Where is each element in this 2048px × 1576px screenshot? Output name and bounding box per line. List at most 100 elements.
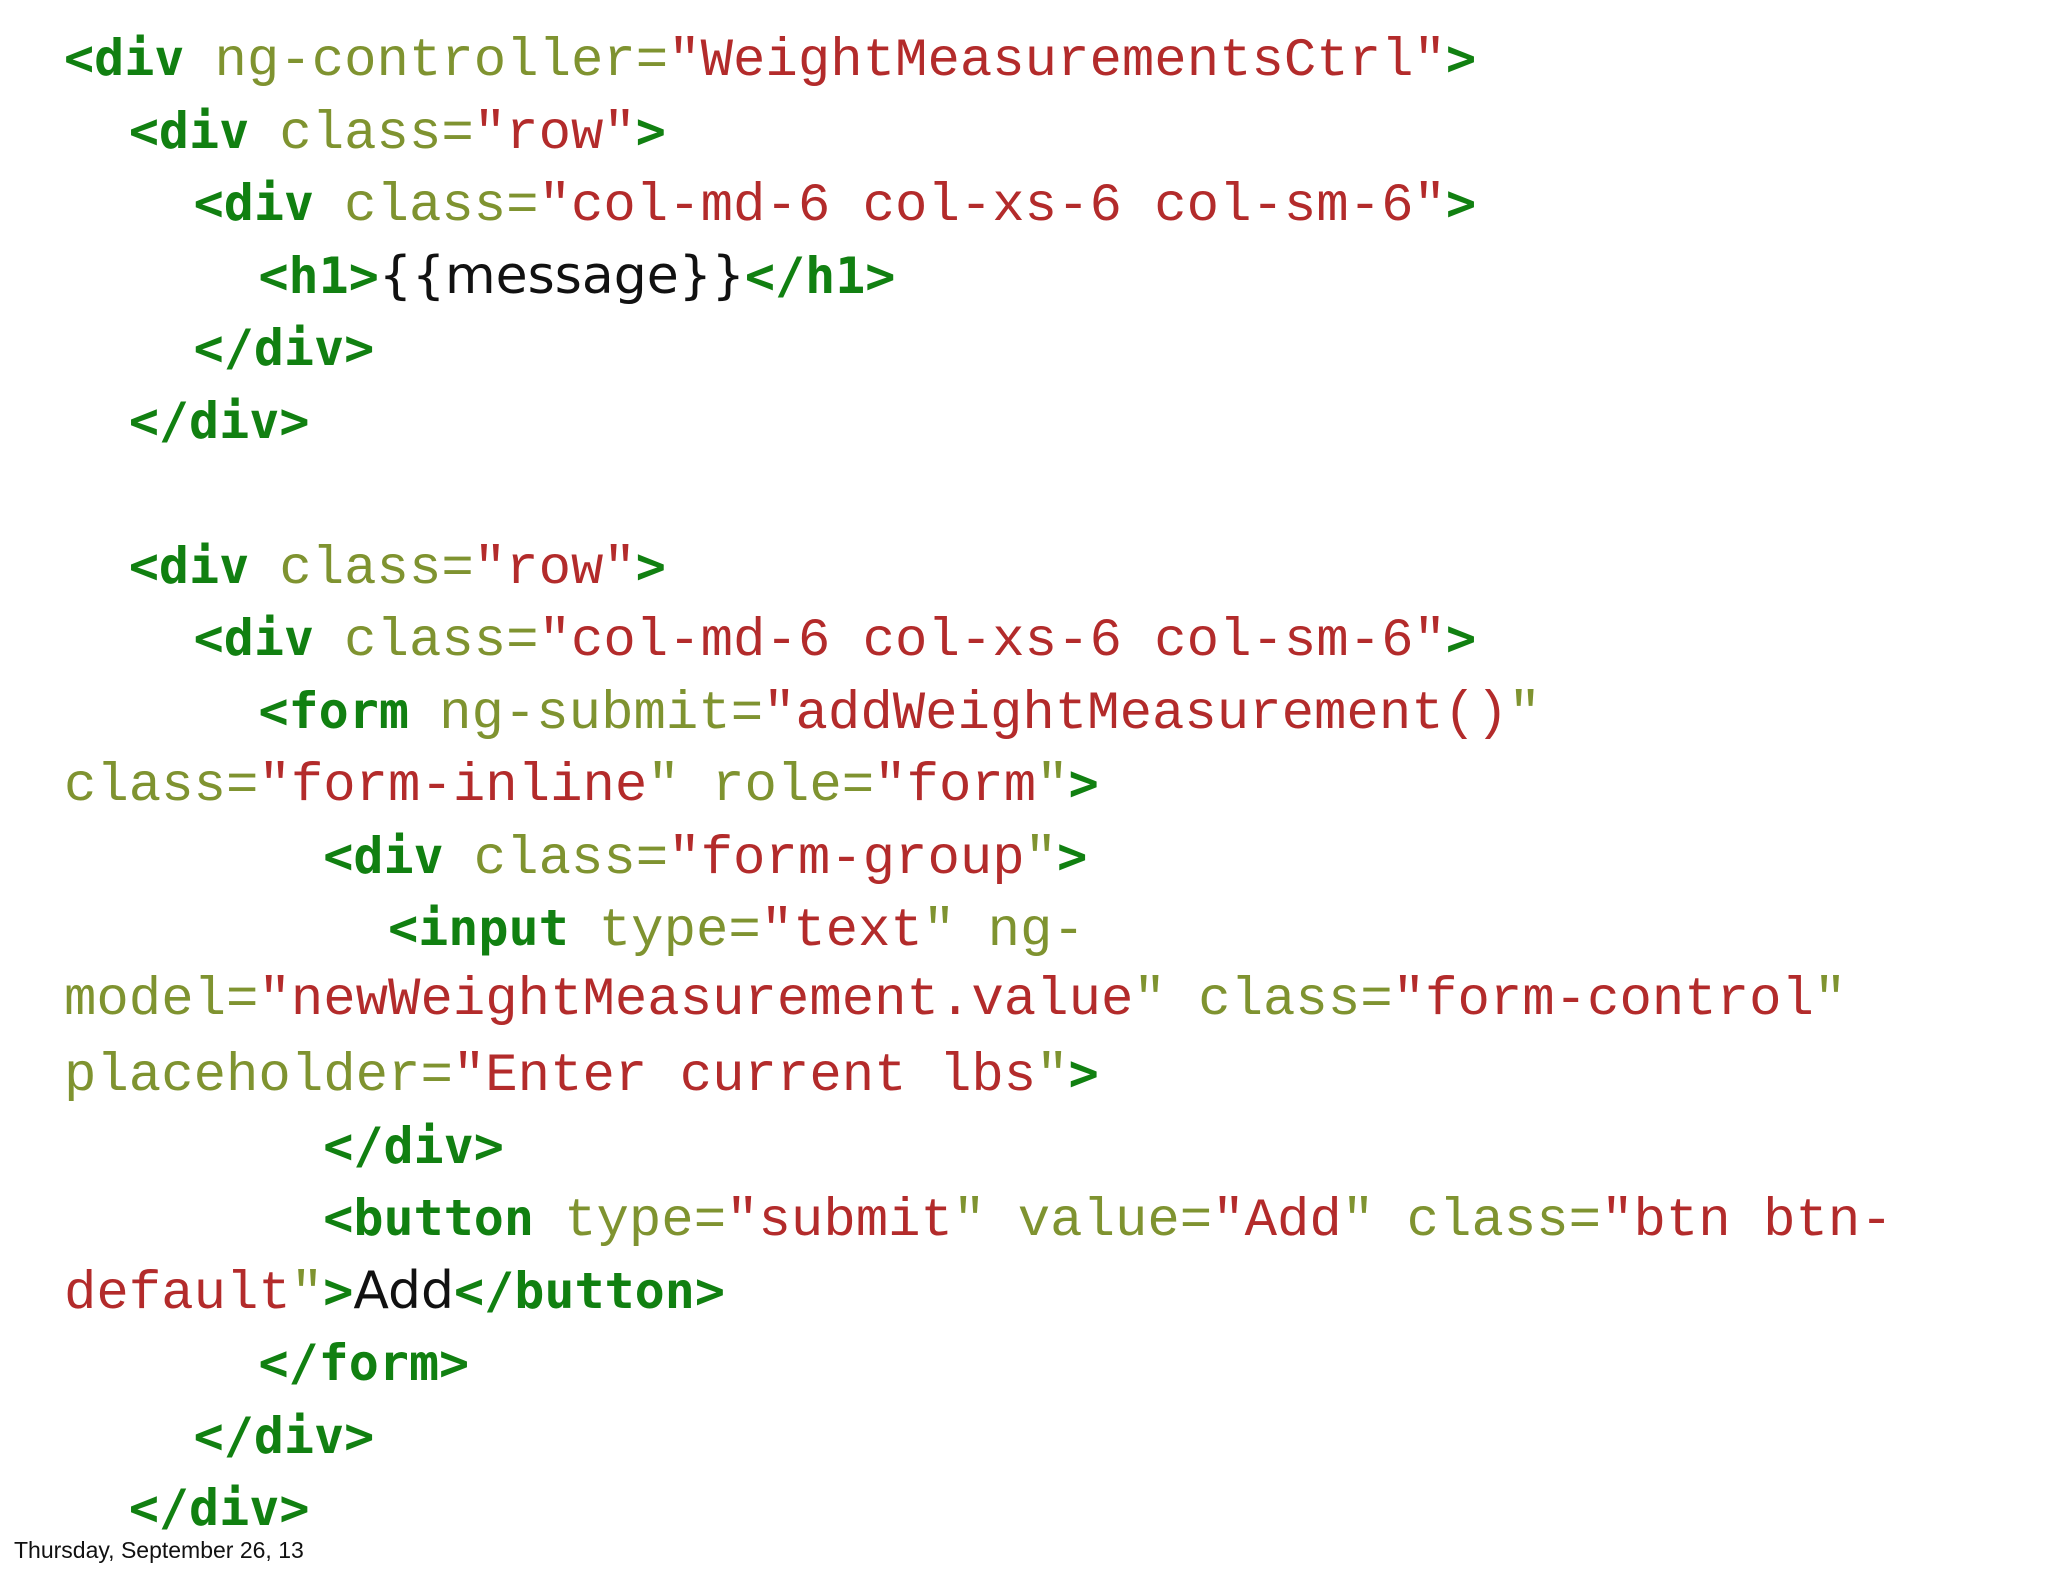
code-line: </div>	[64, 1472, 1893, 1545]
code-line: </div>	[64, 1110, 1893, 1183]
code-tag: <div	[128, 536, 280, 595]
code-attribute: "	[1036, 1046, 1069, 1107]
code-indent	[64, 249, 258, 310]
code-string: "row"	[473, 103, 636, 165]
code-attribute: class=	[279, 103, 474, 165]
code-attribute: type=	[564, 1191, 727, 1252]
code-tag: >	[1057, 826, 1088, 885]
code-string: "col-md-6 col-xs-6 col-sm-6"	[538, 611, 1446, 672]
code-tag: </form>	[258, 1334, 470, 1392]
code-tag: <div	[64, 29, 215, 87]
code-tag: >	[635, 101, 666, 160]
code-indent	[64, 321, 194, 382]
code-string: "text	[760, 901, 923, 962]
code-attribute: " ng-	[922, 901, 1085, 962]
code-attribute: "	[290, 1263, 324, 1325]
code-string: "addWeightMeasurement()	[763, 683, 1509, 745]
code-line: <div class="form-group">	[64, 820, 1893, 893]
code-string: "row"	[473, 538, 636, 600]
code-attribute: "	[1036, 756, 1069, 817]
code-line: <form ng-submit="addWeightMeasurement()"	[64, 675, 1893, 748]
code-line: </div>	[64, 1400, 1893, 1473]
code-attribute: class=	[344, 176, 539, 237]
code-indent	[64, 1409, 194, 1470]
code-string: "form-inline	[258, 756, 648, 817]
code-tag: </div>	[193, 319, 375, 377]
code-line: model="newWeightMeasurement.value" class…	[64, 965, 1893, 1038]
code-attribute: " role=	[647, 756, 875, 817]
code-string: "form-group	[668, 828, 1025, 890]
code-indent	[64, 684, 258, 745]
code-line: <button type="submit" value="Add" class=…	[64, 1182, 1893, 1255]
code-tag: >	[1445, 29, 1477, 87]
code-indent	[64, 104, 129, 165]
code-attribute: "	[1024, 828, 1058, 890]
code-string: "btn btn-	[1601, 1191, 1893, 1252]
code-string: "newWeightMeasurement.value	[258, 969, 1134, 1031]
code-attribute: "	[1813, 969, 1847, 1031]
code-attribute: " class=	[1341, 1191, 1602, 1252]
code-attribute: class=	[279, 538, 474, 600]
code-attribute: class=	[344, 611, 539, 672]
code-tag: </button>	[454, 1261, 725, 1320]
code-tag: <div	[128, 101, 280, 160]
footer-date: Thursday, September 26, 13	[14, 1537, 304, 1563]
code-tag: <input	[388, 899, 599, 957]
code-tag: </div>	[128, 1479, 310, 1537]
code-line	[64, 457, 1893, 530]
code-string: "col-md-6 col-xs-6 col-sm-6"	[538, 176, 1446, 237]
code-line: </div>	[64, 312, 1893, 385]
code-indent	[64, 901, 388, 962]
code-line: <div ng-controller="WeightMeasurementsCt…	[64, 22, 1893, 95]
code-indent	[64, 1119, 323, 1180]
code-attribute: class=	[473, 828, 669, 890]
code-line: <h1>{{message}}</h1>	[64, 240, 1893, 313]
code-tag: <button	[323, 1189, 565, 1247]
code-indent	[64, 1191, 323, 1252]
code-indent	[64, 829, 323, 890]
code-line: class="form-inline" role="form">	[64, 747, 1893, 820]
code-line: <div class="row">	[64, 95, 1893, 168]
code-tag: <div	[193, 174, 345, 232]
code-line: </form>	[64, 1327, 1893, 1400]
code-line: <div class="row">	[64, 530, 1893, 603]
code-attribute: "	[1508, 683, 1541, 745]
code-indent	[64, 1481, 129, 1542]
code-tag: >	[323, 1261, 354, 1320]
code-indent	[64, 394, 129, 455]
code-attribute: ng-controller=	[214, 31, 669, 92]
code-string: default	[64, 1263, 291, 1325]
code-tag: >	[1068, 1044, 1099, 1102]
code-tag: >	[1068, 754, 1099, 812]
code-string: "form	[874, 756, 1037, 817]
code-line: placeholder="Enter current lbs">	[64, 1037, 1893, 1110]
code-tag: >	[635, 536, 666, 595]
code-tag: >	[1445, 609, 1477, 667]
code-line: <div class="col-md-6 col-xs-6 col-sm-6">	[64, 167, 1893, 240]
code-text: {{message}}	[378, 245, 745, 306]
code-attribute: model=	[64, 969, 259, 1031]
code-line: </div>	[64, 385, 1893, 458]
code-indent	[64, 1336, 258, 1397]
code-attribute: type=	[598, 901, 761, 962]
code-line: <div class="col-md-6 col-xs-6 col-sm-6">	[64, 602, 1893, 675]
code-string: "Enter current lbs	[452, 1046, 1037, 1107]
code-string: "form-control	[1392, 969, 1814, 1031]
code-tag: </div>	[323, 1116, 504, 1175]
code-attribute: class=	[64, 756, 259, 817]
code-string: "Add	[1212, 1191, 1342, 1252]
code-attribute: " value=	[952, 1191, 1213, 1252]
code-indent	[64, 539, 129, 600]
code-text: Add	[353, 1260, 455, 1321]
code-string: "WeightMeasurementsCtrl"	[668, 31, 1446, 92]
code-tag: <div	[193, 609, 345, 667]
code-string: "submit	[726, 1191, 953, 1252]
code-line: default">Add</button>	[64, 1255, 1893, 1328]
code-tag: </div>	[193, 1406, 375, 1465]
code-attribute: ng-submit=	[439, 683, 764, 745]
code-indent	[64, 176, 194, 237]
code-tag: >	[1445, 174, 1477, 232]
code-tag: <h1>	[258, 246, 379, 305]
code-tag: <form	[258, 681, 440, 740]
code-line: <input type="text" ng-	[64, 892, 1893, 965]
